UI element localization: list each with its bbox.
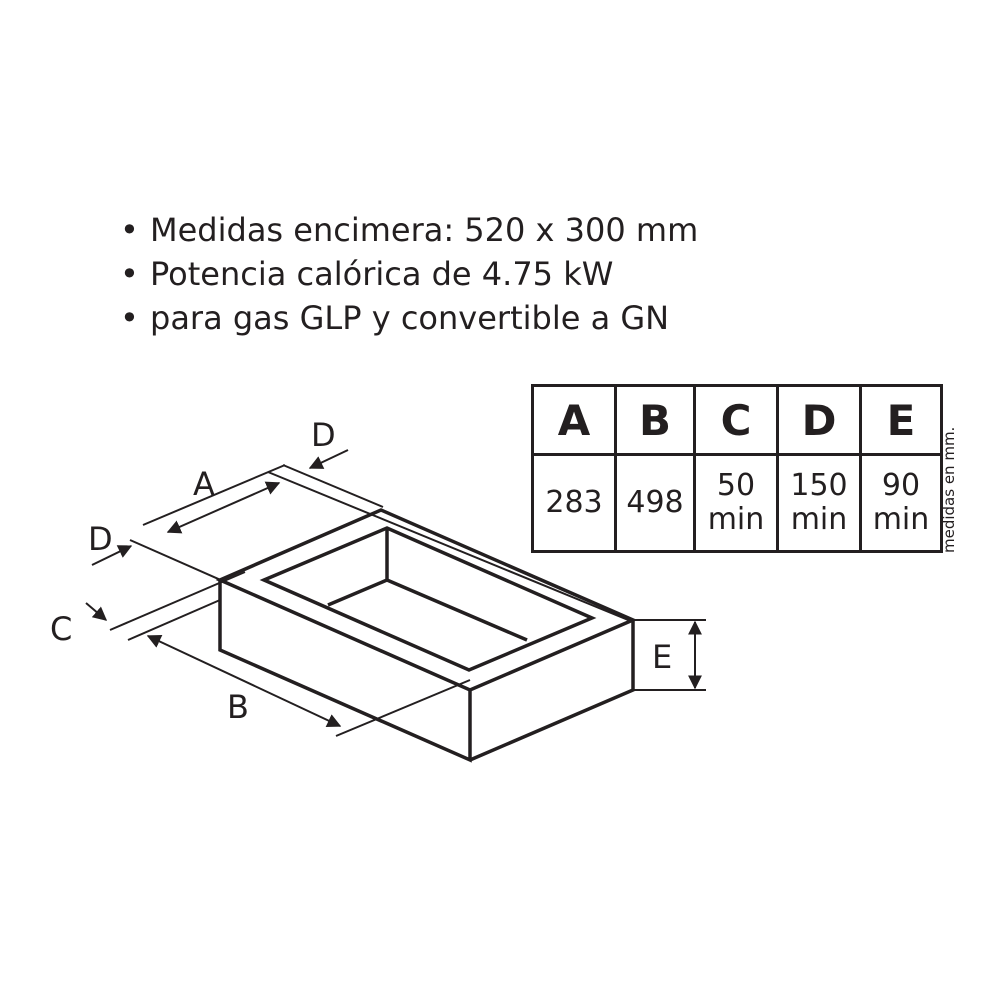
value-qualifier: min xyxy=(872,502,930,537)
label-e: E xyxy=(652,638,672,676)
label-d-left: D xyxy=(88,520,113,558)
cutout-inner-walls xyxy=(327,528,528,642)
dimension-d-left-arrow xyxy=(91,545,133,566)
table-header-row: A B C D E xyxy=(531,384,943,456)
value-qualifier: min xyxy=(707,502,765,537)
units-note: medidas en mm. xyxy=(940,426,958,553)
label-c: C xyxy=(50,610,72,648)
spec-item-power: • Potencia calórica de 4.75 kW xyxy=(120,252,698,296)
table-header-cell: A xyxy=(531,384,617,456)
dimension-b-line xyxy=(146,635,342,727)
table-cell: 283 xyxy=(531,453,617,553)
bullet-icon: • xyxy=(120,211,139,249)
cutout-front-wall xyxy=(218,580,472,763)
spec-text: Medidas encimera: 520 x 300 mm xyxy=(150,211,699,249)
value: 90 xyxy=(881,468,921,503)
value: 283 xyxy=(545,485,603,520)
spec-text: para gas GLP y convertible a GN xyxy=(150,299,670,337)
dimension-b-extension xyxy=(127,599,221,641)
dimension-c-arrow xyxy=(85,602,108,621)
value: 50 xyxy=(716,468,756,503)
value-qualifier: min xyxy=(790,502,848,537)
spec-text: Potencia calórica de 4.75 kW xyxy=(150,255,614,293)
label-a: A xyxy=(193,465,215,503)
spec-list: • Medidas encimera: 520 x 300 mm • Potenci… xyxy=(120,208,698,340)
bullet-icon: • xyxy=(120,299,139,337)
cutout-right-wall xyxy=(469,620,635,762)
dimension-a-ref xyxy=(267,471,634,623)
table-header-cell: D xyxy=(776,384,862,456)
dimension-a-line xyxy=(166,481,281,534)
spec-item-dimensions: • Medidas encimera: 520 x 300 mm xyxy=(120,208,698,252)
label-b: B xyxy=(227,688,249,726)
table-header-cell: C xyxy=(693,384,779,456)
table-header-cell: B xyxy=(614,384,696,456)
cutout-inner-frame xyxy=(259,526,597,672)
dimension-c-ref xyxy=(109,571,246,631)
dimension-d-left-ref xyxy=(129,539,471,691)
spec-item-gas: • para gas GLP y convertible a GN xyxy=(120,296,698,340)
value: 150 xyxy=(790,468,848,503)
dimension-d-top-arrow xyxy=(308,449,349,469)
table-cell: 498 xyxy=(614,453,696,553)
dimension-d-top-ref xyxy=(282,464,384,508)
dimension-b-ref xyxy=(335,679,471,737)
value: 498 xyxy=(626,485,684,520)
label-d-top: D xyxy=(311,416,336,454)
bullet-icon: • xyxy=(120,255,139,293)
table-header-cell: E xyxy=(859,384,943,456)
